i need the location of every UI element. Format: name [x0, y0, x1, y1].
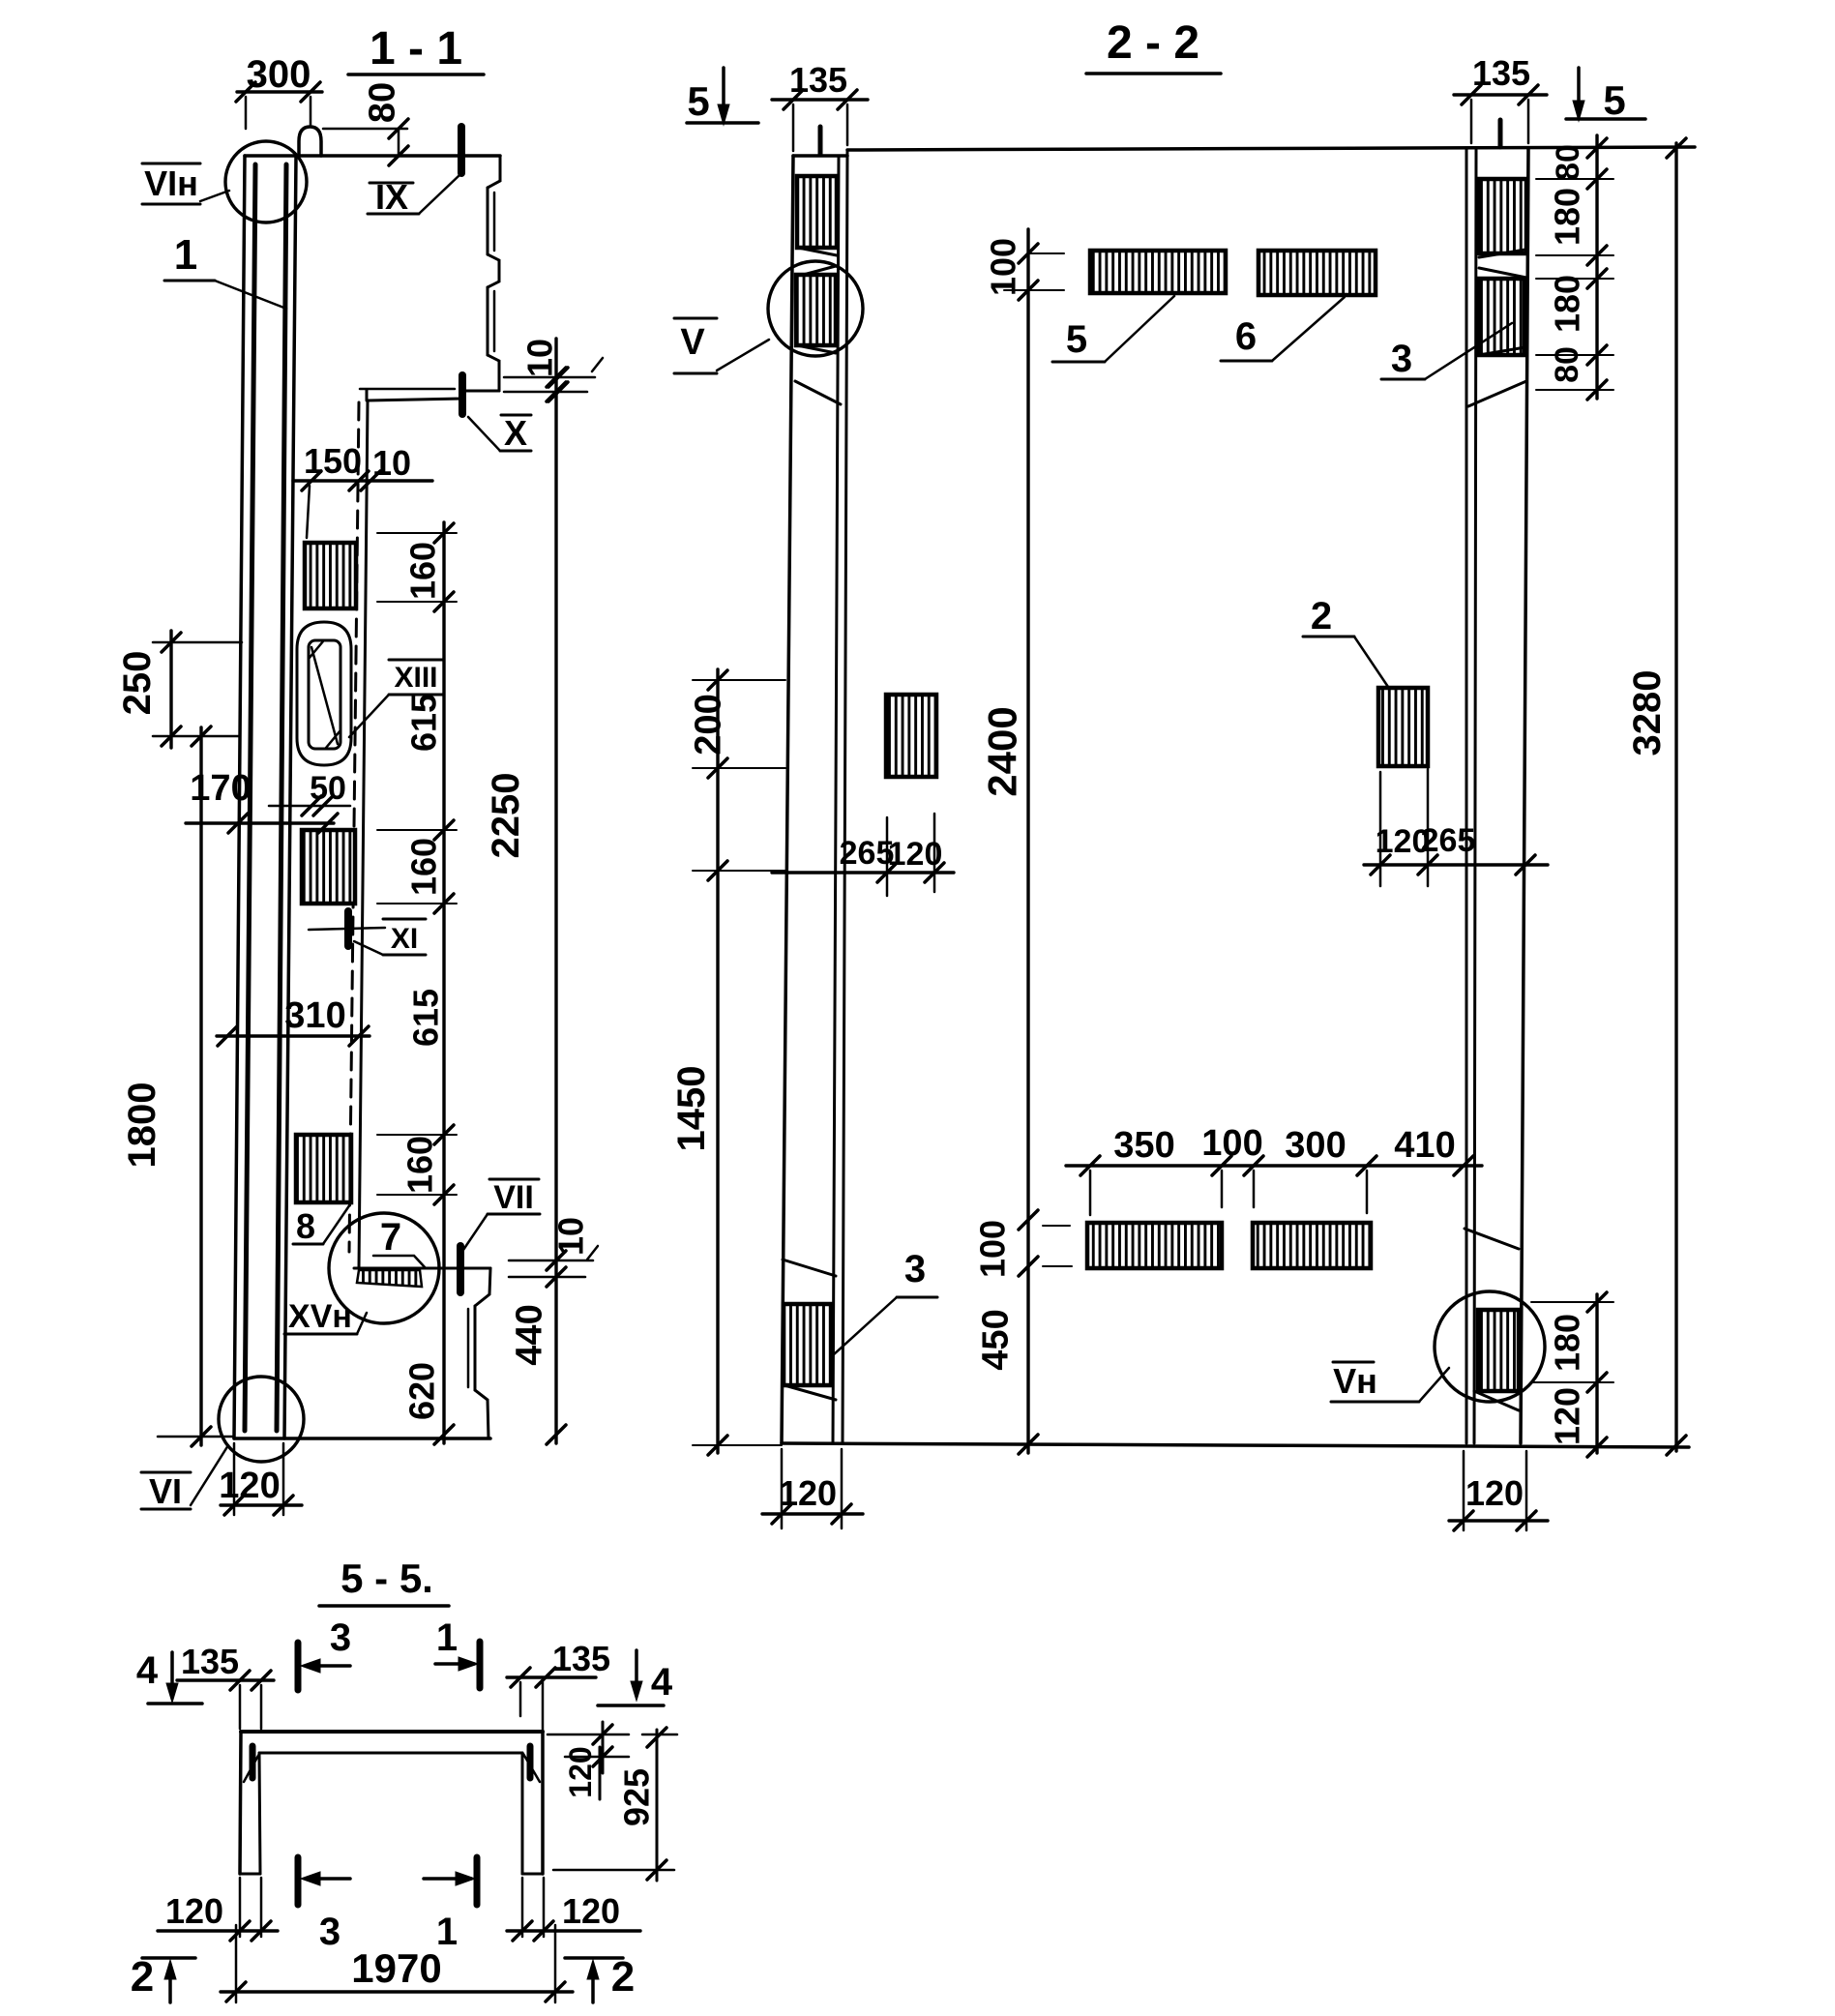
svg-text:135: 135: [1472, 53, 1530, 93]
svg-text:180: 180: [1548, 1314, 1587, 1372]
svg-text:3: 3: [330, 1616, 351, 1659]
svg-text:1970: 1970: [351, 1945, 441, 1991]
svg-text:265: 265: [840, 835, 895, 872]
svg-text:10: 10: [520, 339, 560, 377]
svg-text:1: 1: [436, 1911, 458, 1953]
svg-text:1450: 1450: [670, 1066, 713, 1152]
svg-text:615: 615: [404, 694, 444, 752]
svg-text:2400: 2400: [980, 706, 1025, 796]
svg-text:2: 2: [611, 1953, 635, 2001]
svg-text:160: 160: [404, 838, 444, 896]
svg-text:120: 120: [165, 1891, 223, 1931]
svg-text:2250: 2250: [485, 773, 527, 859]
svg-text:XIII: XIII: [394, 662, 437, 694]
svg-text:80: 80: [1550, 144, 1586, 181]
svg-text:2 - 2: 2 - 2: [1107, 17, 1199, 69]
svg-text:120: 120: [219, 1466, 280, 1506]
svg-text:120: 120: [779, 1473, 837, 1513]
svg-text:310: 310: [284, 995, 345, 1036]
svg-text:160: 160: [400, 1136, 440, 1194]
svg-text:10: 10: [372, 443, 411, 483]
svg-text:80: 80: [362, 82, 402, 123]
svg-text:2: 2: [131, 1953, 154, 2001]
svg-text:100: 100: [973, 1220, 1013, 1278]
svg-text:135: 135: [181, 1642, 239, 1681]
svg-text:4: 4: [136, 1649, 159, 1692]
svg-text:180: 180: [1548, 188, 1587, 246]
svg-text:120: 120: [888, 836, 943, 873]
svg-text:3: 3: [1391, 338, 1412, 380]
svg-text:VII: VII: [493, 1179, 534, 1216]
svg-text:180: 180: [1548, 275, 1587, 333]
svg-text:5: 5: [1603, 77, 1625, 123]
svg-text:440: 440: [509, 1304, 549, 1365]
svg-text:350: 350: [1113, 1125, 1174, 1166]
svg-text:3280: 3280: [1626, 670, 1669, 756]
svg-text:VIн: VIн: [144, 163, 198, 203]
svg-text:80: 80: [1549, 346, 1585, 383]
svg-text:Vн: Vн: [1333, 1361, 1377, 1401]
svg-text:8: 8: [296, 1206, 315, 1246]
svg-text:IX: IX: [375, 177, 408, 217]
svg-text:5: 5: [687, 78, 709, 124]
svg-text:120: 120: [562, 1891, 620, 1931]
svg-text:135: 135: [552, 1639, 610, 1678]
svg-text:1: 1: [174, 231, 197, 279]
svg-text:1800: 1800: [121, 1082, 163, 1169]
svg-text:120: 120: [563, 1746, 598, 1797]
svg-text:3: 3: [904, 1248, 926, 1290]
svg-text:V: V: [680, 322, 705, 363]
svg-text:XI: XI: [391, 923, 418, 955]
svg-text:135: 135: [789, 60, 847, 100]
svg-text:X: X: [504, 413, 527, 453]
svg-text:50: 50: [310, 770, 346, 807]
svg-text:150: 150: [304, 441, 362, 481]
svg-text:250: 250: [116, 651, 159, 716]
svg-text:200: 200: [688, 694, 728, 755]
svg-text:450: 450: [975, 1309, 1016, 1370]
svg-text:300: 300: [1285, 1125, 1346, 1166]
svg-text:4: 4: [651, 1661, 673, 1704]
svg-text:6: 6: [1235, 315, 1257, 358]
svg-text:2: 2: [1311, 595, 1332, 637]
svg-text:VI: VI: [149, 1471, 182, 1511]
svg-text:120: 120: [1548, 1387, 1587, 1445]
svg-text:100: 100: [1201, 1123, 1262, 1164]
svg-text:615: 615: [406, 989, 446, 1047]
svg-text:1 - 1: 1 - 1: [370, 23, 462, 74]
svg-text:XVн: XVн: [288, 1298, 352, 1335]
svg-text:925: 925: [617, 1768, 657, 1826]
svg-text:160: 160: [403, 542, 443, 600]
svg-text:10: 10: [551, 1217, 591, 1256]
svg-text:1: 1: [436, 1616, 458, 1659]
svg-text:7: 7: [380, 1216, 401, 1259]
svg-text:120: 120: [1376, 823, 1431, 860]
svg-text:5 - 5.: 5 - 5.: [340, 1556, 433, 1601]
svg-text:620: 620: [402, 1362, 442, 1420]
svg-text:120: 120: [1465, 1473, 1524, 1513]
svg-text:100: 100: [984, 238, 1023, 296]
svg-text:3: 3: [319, 1911, 340, 1953]
svg-text:5: 5: [1066, 318, 1087, 361]
svg-text:265: 265: [1421, 822, 1476, 859]
svg-text:300: 300: [247, 53, 311, 96]
svg-text:410: 410: [1394, 1125, 1455, 1166]
svg-text:170: 170: [190, 768, 251, 809]
